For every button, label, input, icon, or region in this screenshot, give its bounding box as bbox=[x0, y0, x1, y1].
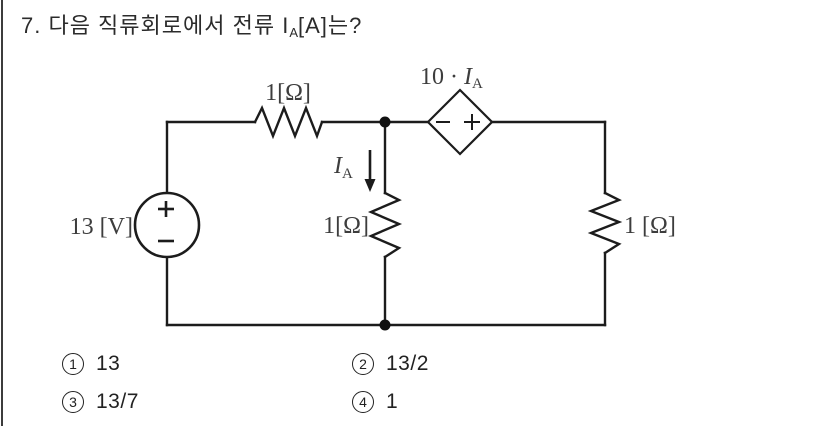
voltage-source bbox=[133, 191, 201, 259]
choice-2[interactable]: 2 13/2 bbox=[352, 352, 429, 376]
middle-resistor-label: 1[Ω] bbox=[323, 213, 369, 239]
middle-resistor bbox=[367, 191, 403, 259]
question-current-subscript: A bbox=[289, 25, 298, 40]
dependent-source-diamond bbox=[426, 88, 494, 156]
dependent-source-polarity bbox=[436, 114, 480, 130]
question-text-prefix: 7. 다음 직류회로에서 전류 I bbox=[21, 13, 290, 38]
choice-4[interactable]: 4 1 bbox=[352, 390, 398, 414]
choice-1-marker[interactable]: 1 bbox=[62, 353, 84, 375]
page-left-border bbox=[1, 0, 3, 426]
voltage-source-polarity bbox=[158, 201, 174, 243]
choice-4-marker[interactable]: 4 bbox=[352, 391, 374, 413]
choice-3[interactable]: 3 13/7 bbox=[62, 390, 139, 414]
choice-1[interactable]: 1 13 bbox=[62, 352, 120, 376]
choice-3-marker[interactable]: 3 bbox=[62, 391, 84, 413]
choice-2-marker[interactable]: 2 bbox=[352, 353, 374, 375]
node-dot-top bbox=[379, 116, 391, 128]
question-title: 7. 다음 직류회로에서 전류 IA[A]는? bbox=[21, 8, 362, 40]
dependent-source-label: 10 · IA bbox=[420, 64, 483, 92]
choice-1-label: 13 bbox=[96, 352, 121, 375]
choice-3-label: 13/7 bbox=[96, 390, 139, 413]
node-dot-bottom bbox=[379, 319, 391, 331]
right-resistor-label: 1 [Ω] bbox=[624, 213, 676, 239]
choice-4-label: 1 bbox=[386, 390, 399, 413]
top-resistor-label: 1[Ω] bbox=[265, 80, 311, 106]
current-label: IA bbox=[333, 153, 353, 182]
top-resistor bbox=[253, 104, 324, 140]
current-arrow-icon bbox=[364, 150, 376, 192]
question-text-suffix: [A]는? bbox=[297, 13, 363, 38]
choice-2-label: 13/2 bbox=[386, 352, 429, 375]
right-resistor bbox=[587, 191, 623, 255]
voltage-source-label: 13 [V] bbox=[70, 214, 133, 240]
